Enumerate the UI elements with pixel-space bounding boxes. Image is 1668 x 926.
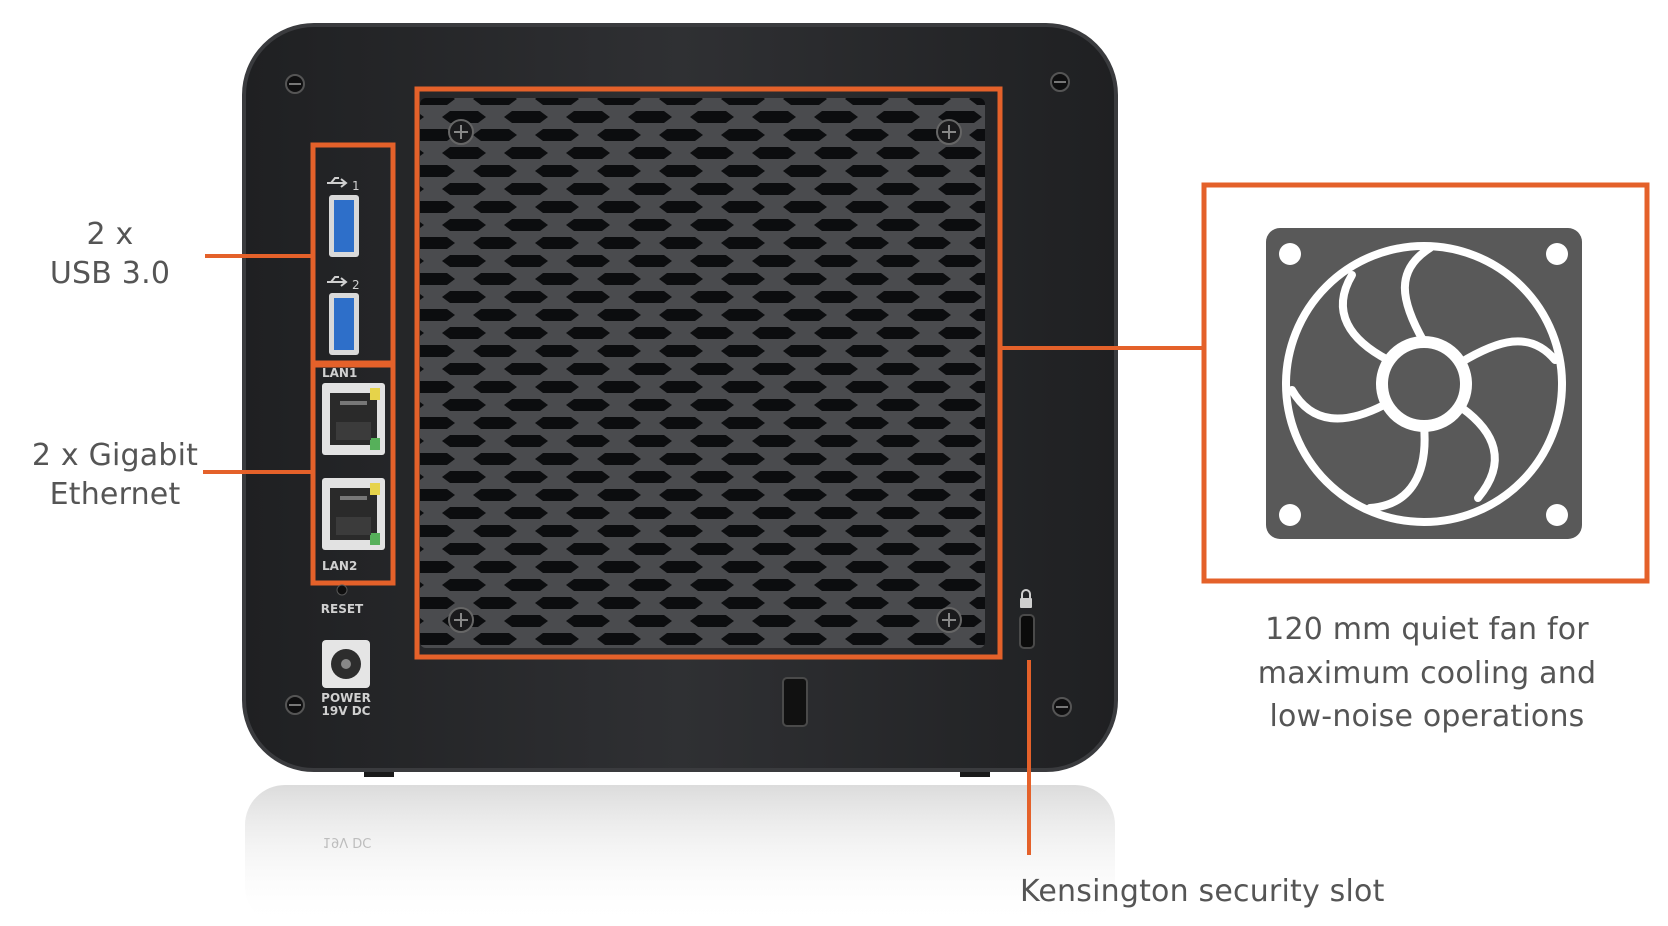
usb-callout-line2: USB 3.0 xyxy=(49,256,171,291)
screw-icon xyxy=(936,119,962,145)
kensington-callout-label: Kensington security slot xyxy=(1020,872,1440,911)
fan-highlight-box xyxy=(414,86,1003,660)
fan-callout-line2: maximum cooling and xyxy=(1257,655,1597,691)
screw-icon xyxy=(448,119,474,145)
ethernet-port-lan2 xyxy=(322,478,385,550)
ethernet-callout-line2: Ethernet xyxy=(49,477,181,512)
fan-icon xyxy=(1266,228,1582,539)
screw-icon xyxy=(285,74,305,94)
fan-callout-line3: low-noise operations xyxy=(1269,699,1585,734)
usb-callout-line1: 2 x xyxy=(86,217,134,252)
lock-icon xyxy=(1020,589,1032,608)
screw-icon xyxy=(1050,72,1070,92)
usb-callout-label: 2 x USB 3.0 xyxy=(30,215,190,293)
usb-symbol-icon xyxy=(327,276,348,287)
screw-icon xyxy=(936,607,962,633)
reset-button xyxy=(336,584,348,596)
usb-port-2-number: 2 xyxy=(352,278,360,292)
fan-callout-line1: 120 mm quiet fan for xyxy=(1265,612,1589,647)
ethernet-callout-line1: 2 x Gigabit xyxy=(31,438,199,473)
usb-port-1-number: 1 xyxy=(352,179,360,193)
reflection-label-voltage: 19V DC xyxy=(323,834,372,849)
usb-symbol-icon xyxy=(327,177,348,188)
ethernet-port-lan1 xyxy=(322,383,385,455)
lan1-label: LAN1 xyxy=(322,366,357,380)
device-latch xyxy=(782,677,808,727)
fan-icon-box xyxy=(1201,182,1650,584)
device-reflection xyxy=(245,785,1115,926)
fan-grille xyxy=(420,98,985,648)
power-jack xyxy=(322,640,370,688)
lan2-label: LAN2 xyxy=(322,559,357,573)
power-label: POWER xyxy=(321,691,371,705)
screw-icon xyxy=(1052,697,1072,717)
screw-icon xyxy=(448,607,474,633)
fan-callout-label: 120 mm quiet fan for maximum cooling and… xyxy=(1222,608,1632,739)
kensington-callout-line1: Kensington security slot xyxy=(1020,874,1385,909)
power-voltage-label: 19V DC xyxy=(322,704,371,718)
kensington-slot xyxy=(1019,614,1035,649)
ethernet-callout-label: 2 x Gigabit Ethernet xyxy=(20,436,210,514)
screw-icon xyxy=(285,695,305,715)
reset-label: RESET xyxy=(321,602,364,616)
